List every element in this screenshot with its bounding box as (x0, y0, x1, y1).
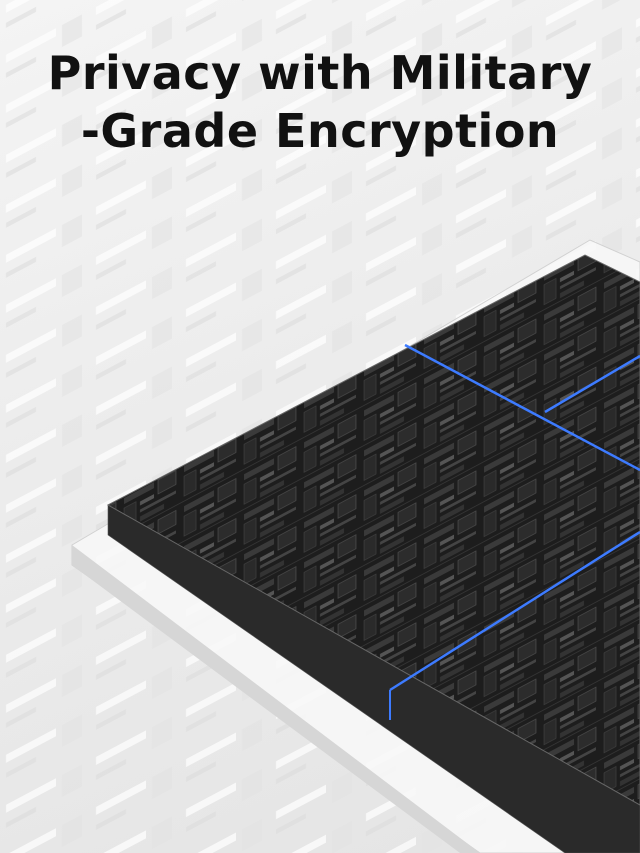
chip-top (106, 254, 640, 806)
headline-line-2: -Grade Encryption (80, 104, 560, 158)
accent-line (404, 343, 640, 472)
glass-base-edge (72, 545, 480, 853)
headline-line-1: Privacy with Military (47, 46, 593, 100)
accent-line (544, 354, 640, 414)
headline: Privacy with Military -Grade Encryption (0, 44, 640, 160)
accent-line (389, 530, 640, 692)
